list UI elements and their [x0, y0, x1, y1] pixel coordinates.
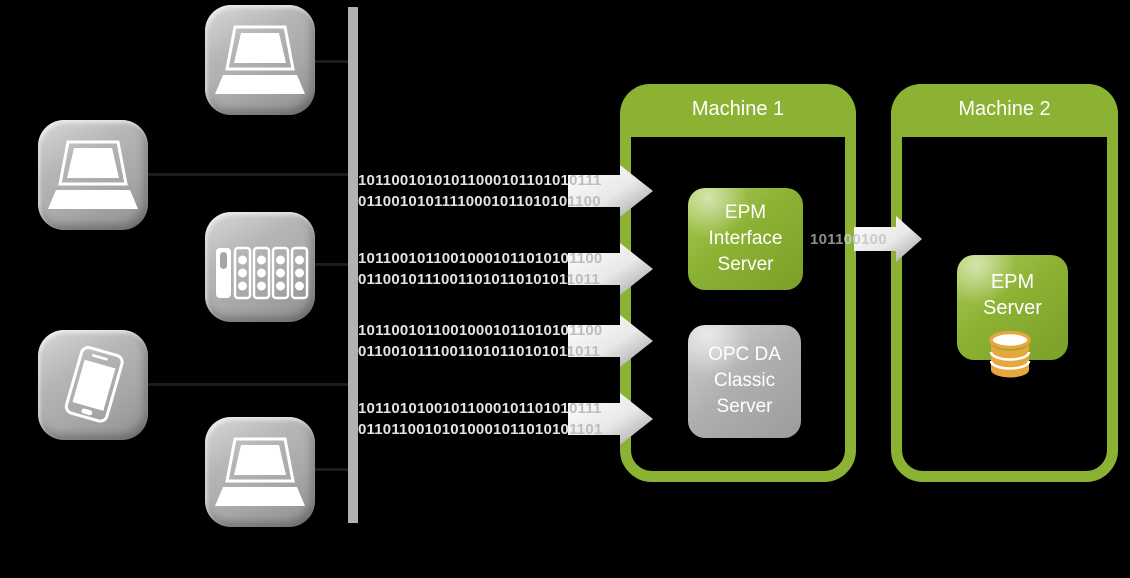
binary-line: 10110010110010001011010101100 [358, 250, 603, 267]
binary-stream-4: 10110101001011000101101010111 0110110010… [358, 398, 602, 440]
binary-line: 10110101001011000101101010111 [358, 400, 602, 417]
machine2-box: Machine 2 [891, 84, 1118, 482]
connector-line [148, 173, 350, 176]
device-laptop-1 [205, 5, 315, 115]
binary-line: 01100101110011010110101011011 [358, 271, 600, 288]
machine-link-binary: 101100100 [810, 231, 887, 248]
data-flow-arrow-icon [568, 315, 653, 367]
binary-line: 01100101110011010110101011011 [358, 343, 600, 360]
machine1-title: Machine 1 [620, 84, 856, 137]
device-laptop-3 [205, 417, 315, 527]
connector-line [315, 263, 350, 266]
connector-line [315, 468, 350, 471]
laptop-icon [48, 140, 138, 209]
opc-da-classic-server-box: OPC DA Classic Server [688, 325, 801, 438]
binary-stream-2: 10110010110010001011010101100 0110010111… [358, 248, 602, 290]
device-laptop-2 [38, 120, 148, 230]
machine2-title: Machine 2 [891, 84, 1118, 137]
binary-line: 01100101011110001011010101100 [358, 193, 601, 210]
database-icon [989, 330, 1031, 378]
data-flow-arrow-icon [568, 165, 653, 217]
binary-line: 10110010101011000101101010111 [358, 172, 602, 189]
binary-line: 10110010110010001011010101100 [358, 322, 603, 339]
smartphone-icon [64, 346, 124, 423]
machine-link-arrow-icon [854, 216, 922, 262]
connector-line [148, 383, 350, 386]
machine1-box: Machine 1 [620, 84, 856, 482]
laptop-icon [215, 437, 305, 506]
binary-line: 01101100101010001011010101101 [358, 421, 603, 438]
plc-icon [216, 246, 309, 300]
binary-stream-3: 10110010110010001011010101100 0110010111… [358, 320, 602, 362]
device-smartphone [38, 330, 148, 440]
connector-line [315, 60, 350, 63]
binary-stream-1: 10110010101011000101101010111 0110010101… [358, 170, 602, 212]
data-flow-arrow-icon [568, 393, 653, 445]
device-plc [205, 212, 315, 322]
epm-interface-server-box: EPM Interface Server [688, 188, 803, 290]
data-flow-arrow-icon [568, 243, 653, 295]
network-bus-bar [348, 7, 358, 523]
laptop-icon [215, 25, 305, 94]
